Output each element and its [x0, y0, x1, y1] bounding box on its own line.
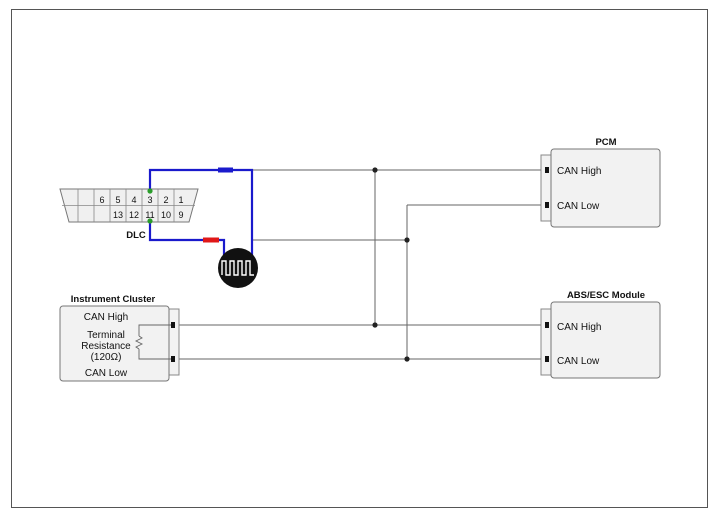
probe-contact-pin3	[147, 188, 153, 194]
instrument-cluster: Instrument Cluster CAN High CAN Low Term…	[59, 294, 180, 382]
pcm-pin-high	[545, 167, 549, 173]
probe-lead-high	[148, 168, 254, 258]
dlc-pin-1: 1	[178, 195, 183, 205]
abs-pin-high	[545, 322, 549, 328]
abs-body	[550, 301, 661, 379]
can-wiring	[177, 169, 541, 360]
dlc-pin-4: 4	[131, 195, 136, 205]
dlc-pin-10: 10	[161, 210, 171, 220]
probe-lead-low	[148, 222, 226, 258]
pcm-pin-low	[545, 202, 549, 208]
probe-contact-pin11	[147, 218, 153, 224]
dlc-pin-9: 9	[178, 210, 183, 220]
cluster-pin-high	[171, 322, 175, 328]
dlc-pin-12: 12	[129, 210, 139, 220]
dlc-label: DLC	[126, 230, 146, 241]
oscilloscope-icon	[218, 248, 258, 288]
resistance-label-line3: (120Ω)	[91, 352, 122, 363]
dlc-pin-13: 13	[113, 210, 123, 220]
dlc-pin-5: 5	[115, 195, 120, 205]
pcm-module: PCM CAN High CAN Low	[540, 137, 661, 228]
abs-module: ABS/ESC Module CAN High CAN Low	[540, 290, 661, 379]
cluster-pin-low	[171, 356, 175, 362]
page-border	[11, 9, 708, 508]
pcm-can-low-label: CAN Low	[557, 201, 600, 212]
splice-dot-icon	[404, 356, 410, 362]
splice-dot-icon	[372, 322, 378, 328]
abs-can-high-label: CAN High	[557, 322, 601, 333]
pcm-body	[550, 148, 661, 228]
probe-marker-low	[203, 237, 219, 243]
cluster-title: Instrument Cluster	[71, 294, 156, 305]
abs-can-low-label: CAN Low	[557, 356, 600, 367]
dlc-pin-2: 2	[163, 195, 168, 205]
dlc-pin-11: 11	[145, 210, 154, 220]
dlc-pin-6: 6	[99, 195, 104, 205]
abs-title: ABS/ESC Module	[567, 290, 645, 301]
splice-dot-icon	[372, 167, 378, 173]
cluster-can-high-label: CAN High	[84, 312, 128, 323]
pcm-title: PCM	[595, 137, 616, 148]
splice-dot-icon	[404, 237, 410, 243]
cluster-can-low-label: CAN Low	[85, 368, 128, 379]
dlc-pin-3: 3	[147, 195, 152, 205]
probe-marker-high	[218, 167, 233, 173]
probe-leads	[148, 168, 254, 258]
pcm-can-high-label: CAN High	[557, 166, 601, 177]
resistance-label-line2: Resistance	[81, 341, 131, 352]
dlc-connector: 6 5 4 3 2 1 13 12 11 10 9 DLC	[59, 188, 199, 241]
abs-pin-low	[545, 356, 549, 362]
resistor-icon	[134, 324, 171, 360]
splice-dots	[372, 167, 410, 362]
resistance-label-line1: Terminal	[87, 330, 125, 341]
